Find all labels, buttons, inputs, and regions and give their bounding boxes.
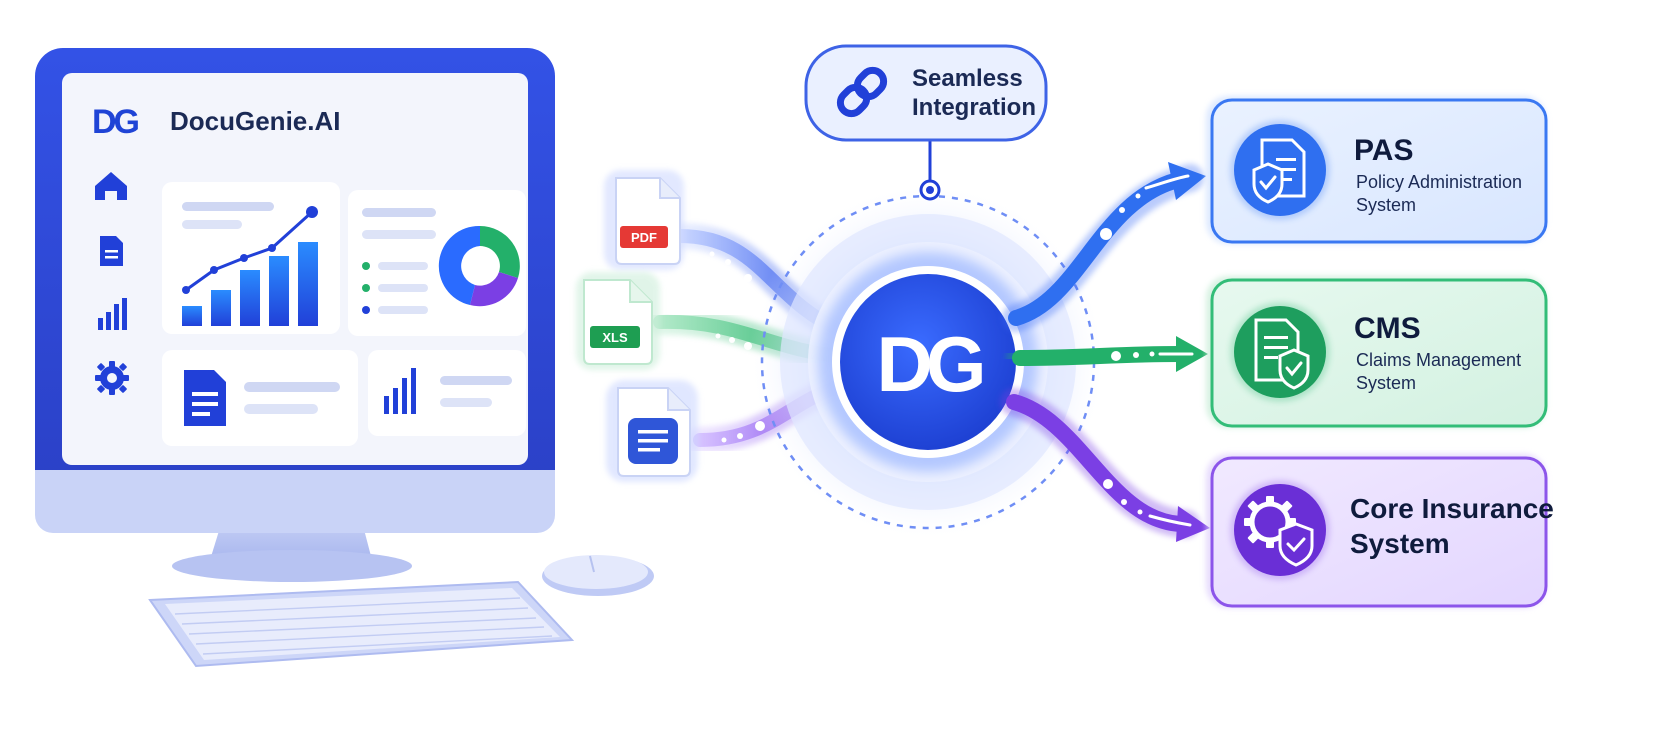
xls-label: XLS	[602, 330, 628, 345]
core-subtitle-line1: System	[1350, 528, 1450, 559]
input-file-pdf[interactable]: PDF	[604, 170, 684, 270]
hub-logo-mark: DG	[877, 320, 982, 408]
link-icon	[836, 66, 888, 118]
computer-illustration: DG DocuGenie.AI	[35, 48, 654, 668]
app-brand-name: DocuGenie.AI	[170, 106, 340, 136]
claims-document-shield-icon	[1254, 318, 1310, 390]
stats-card	[368, 350, 526, 436]
target-system-pas[interactable]: PAS Policy Administration System	[1206, 96, 1548, 244]
pas-subtitle-line1: Policy Administration	[1356, 172, 1522, 192]
gear-icon[interactable]	[95, 361, 129, 395]
arrow-to-pas	[1168, 162, 1206, 200]
input-file-document[interactable]	[606, 380, 698, 482]
hub-core	[840, 274, 1016, 450]
bar-chart-icon[interactable]	[98, 298, 127, 330]
integration-hub: DG	[748, 182, 1108, 542]
pdf-label: PDF	[631, 230, 657, 245]
input-file-xls[interactable]: XLS	[576, 272, 660, 370]
gear-shield-icon	[1244, 496, 1314, 567]
pas-subtitle-line2: System	[1356, 195, 1416, 215]
monitor-base	[172, 550, 412, 582]
seamless-integration-badge: Seamless Integration	[804, 44, 1048, 142]
cms-title: CMS	[1354, 312, 1421, 345]
cms-subtitle-line2: System	[1356, 373, 1416, 393]
target-system-core-insurance[interactable]: Core Insurance System	[1206, 454, 1554, 608]
hub-label-line2: Integration	[912, 94, 1036, 121]
arrow-to-core	[1176, 506, 1210, 542]
target-system-cms[interactable]: CMS Claims Management System	[1206, 276, 1548, 428]
cms-subtitle-line1: Claims Management	[1356, 350, 1521, 370]
pas-title: PAS	[1354, 134, 1413, 167]
keyboard	[148, 580, 575, 668]
growth-bars	[182, 242, 318, 326]
output-flows	[1000, 162, 1210, 542]
donut-chart	[438, 225, 520, 307]
document-icon[interactable]	[100, 236, 123, 266]
policy-document-shield-icon	[1252, 138, 1306, 204]
core-title: Core Insurance	[1350, 493, 1554, 524]
flow-hub-to-pas	[1008, 172, 1186, 326]
app-logo-mark: DG	[92, 103, 139, 141]
pdf-badge	[620, 226, 668, 248]
hub-label-line1: Seamless	[912, 65, 1023, 92]
home-icon[interactable]	[95, 172, 127, 200]
flow-hub-to-cms	[1012, 346, 1188, 366]
mouse	[542, 555, 654, 596]
app-logo: DG	[92, 103, 142, 141]
xls-badge	[590, 326, 640, 348]
